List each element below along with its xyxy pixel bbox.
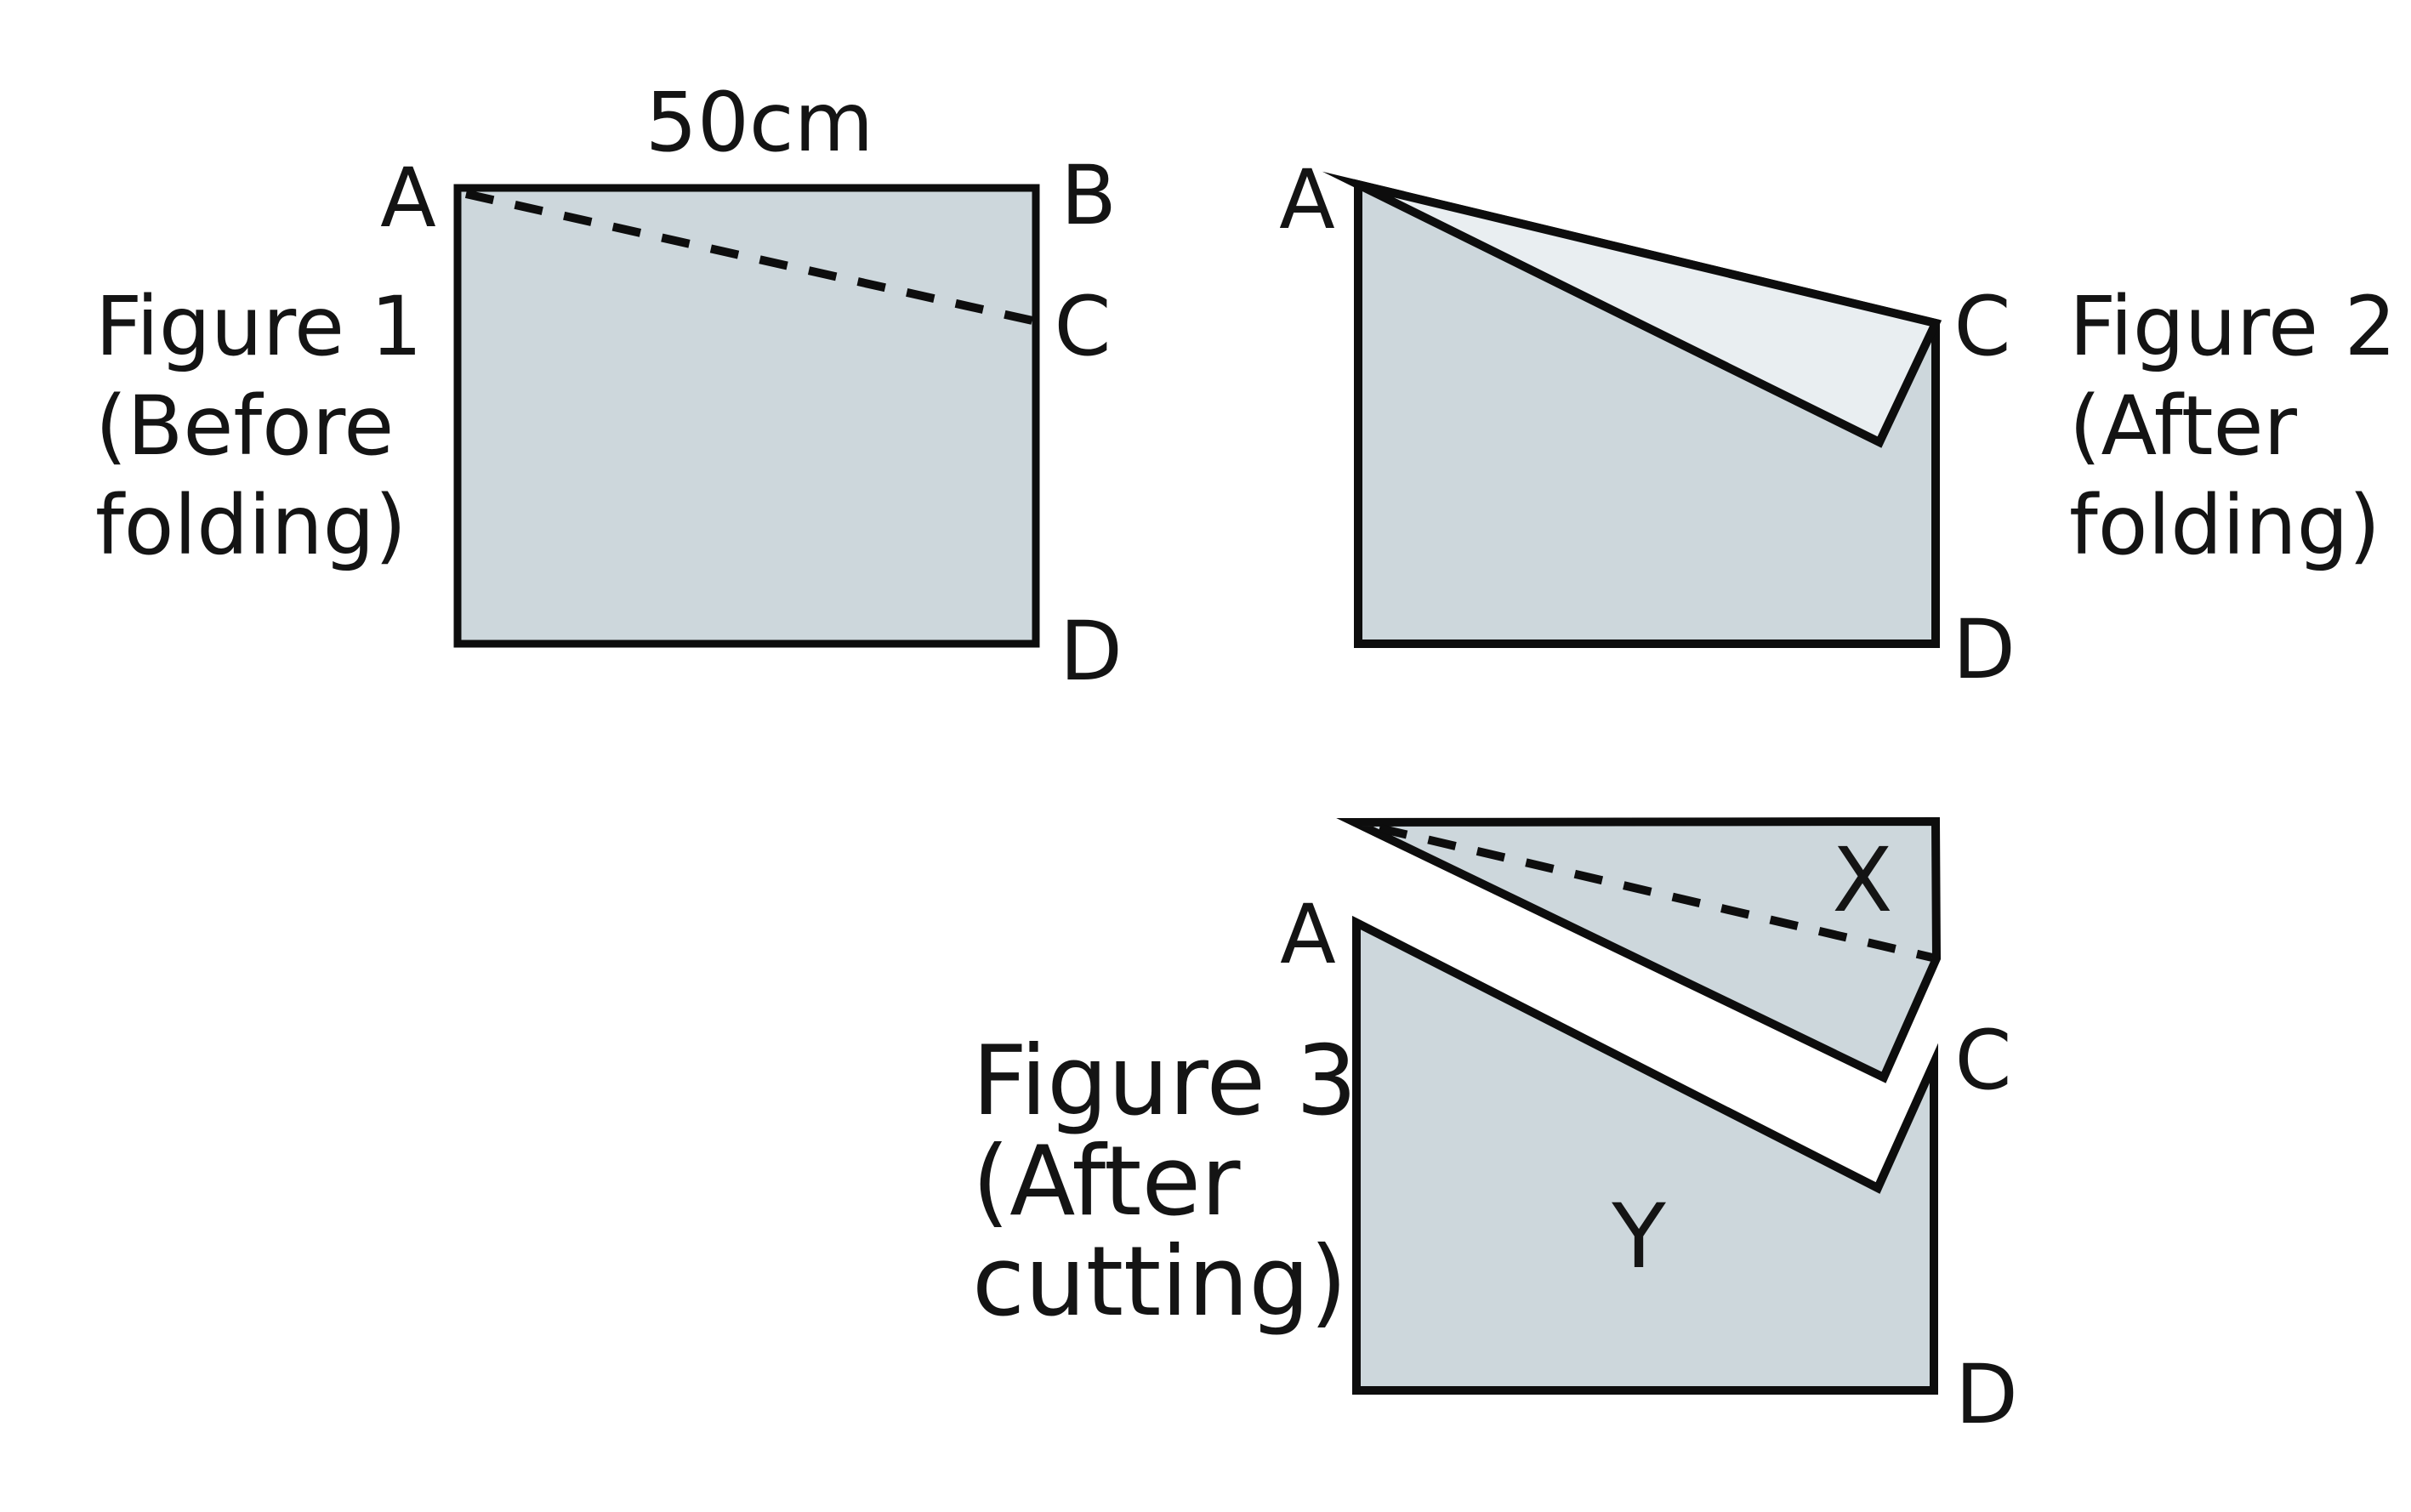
fig3-vertex-a-label: A	[1280, 887, 1336, 982]
fig3-crease-line	[1378, 824, 1934, 962]
figure3-group: X Y A C D Figure 3 (After cutting)	[972, 816, 2018, 1442]
fig1-vertex-c-label: C	[1054, 279, 1111, 374]
fig2-caption: Figure 2 (After folding)	[2069, 279, 2397, 573]
fig1-caption-line1: Figure 1	[95, 279, 423, 374]
fig2-caption-line1: Figure 2	[2069, 279, 2397, 374]
fig3-piece-x-shape	[1336, 816, 1942, 1083]
fig3-caption-line1: Figure 3	[972, 1025, 1357, 1137]
figure2-group: A C D Figure 2 (After folding)	[1279, 152, 2397, 697]
fig2-vertex-d-label: D	[1953, 602, 2016, 697]
fig2-vertex-c-label: C	[1953, 279, 2010, 374]
fig1-paper-rect	[453, 184, 1040, 648]
fig1-caption-line3: folding)	[95, 478, 407, 573]
fig1-caption: Figure 1 (Before folding)	[95, 279, 423, 573]
fig3-piece-y-shape	[1352, 915, 1938, 1395]
fig3-caption-line3: cutting)	[972, 1225, 1347, 1338]
fig3-caption-line2: (After	[972, 1125, 1241, 1237]
fig3-vertex-c-label: C	[1954, 1013, 2011, 1108]
fig2-caption-line2: (After	[2069, 378, 2298, 474]
fig2-caption-line3: folding)	[2069, 478, 2380, 573]
fig3-vertex-d-label: D	[1955, 1347, 2018, 1442]
fig1-vertex-b-label: B	[1060, 148, 1117, 243]
fig2-vertex-a-label: A	[1279, 152, 1335, 247]
fig3-piece-y-label: Y	[1611, 1185, 1666, 1288]
fig1-vertex-a-label: A	[380, 151, 436, 246]
fig3-piece-x-label: X	[1832, 828, 1892, 932]
fig1-vertex-d-label: D	[1060, 604, 1123, 699]
fig1-dimension-label: 50cm	[645, 75, 873, 170]
fig2-folded-flap	[1322, 171, 1942, 448]
fig3-caption: Figure 3 (After cutting)	[972, 1025, 1357, 1338]
figure1-group: 50cm A B C D Figure 1 (Before folding)	[95, 75, 1123, 699]
fig1-caption-line2: (Before	[95, 378, 394, 474]
